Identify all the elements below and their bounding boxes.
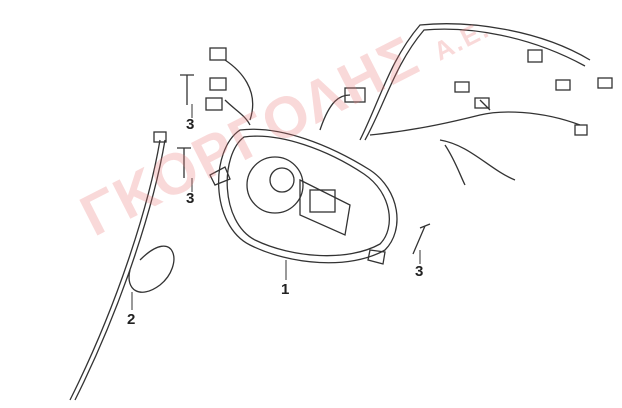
leader-lines [131,104,421,310]
callout-3-middle: 3 [186,190,195,207]
callout-3-right: 3 [415,263,424,280]
callout-2: 2 [127,311,136,328]
speedometer-cable [69,131,175,401]
wire-harness [205,23,613,186]
screws [177,74,431,255]
callout-1: 1 [281,281,290,298]
meter-assembly [209,128,398,265]
callout-3-upper: 3 [186,116,195,133]
